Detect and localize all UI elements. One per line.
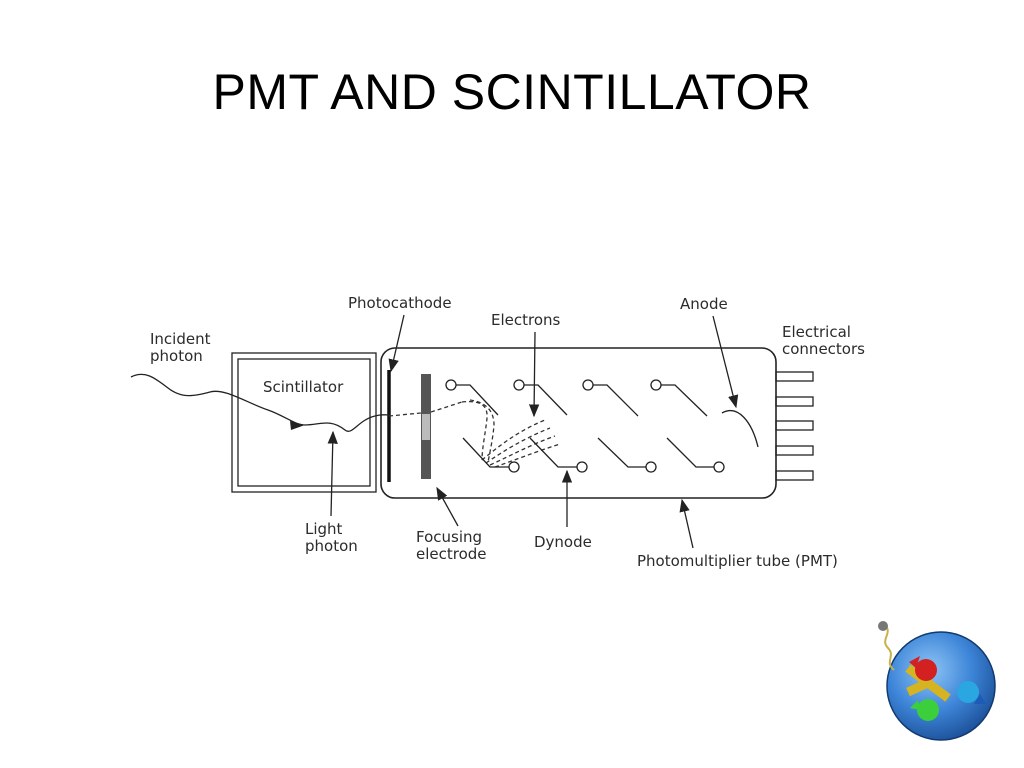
label-incident-photon-line1: Incident [150,330,211,348]
label-anode: Anode [680,295,728,313]
label-focusing-electrode-line2: electrode [416,545,487,563]
anode [721,410,759,448]
electrical-connector-pins [775,371,814,481]
label-electrical-connectors-line2: connectors [782,340,865,358]
label-light-photon-line1: Light [305,520,343,538]
label-focusing-electrode-line1: Focusing [416,528,482,546]
label-pmt: Photomultiplier tube (PMT) [637,552,838,570]
label-electrons: Electrons [491,311,561,329]
particle-sphere-logo [878,621,996,741]
label-light-photon-line2: photon [305,537,358,555]
label-photocathode: Photocathode [348,294,452,312]
dynodes-lower [462,437,725,473]
scintillator-box [231,352,377,493]
dynodes-upper [445,379,708,417]
photon-arrow-icon [290,421,305,430]
focusing-electrode [421,374,431,479]
electron-paths [388,399,561,468]
pointer-arrows [327,314,739,549]
label-dynode: Dynode [534,533,592,551]
incident-photon-wave [130,373,390,432]
label-incident-photon-line2: photon [150,347,203,365]
slide-title: PMT AND SCINTILLATOR [212,64,812,120]
label-electrical-connectors-line1: Electrical [782,323,851,341]
pmt-tube [380,347,777,499]
label-scintillator: Scintillator [263,378,344,396]
